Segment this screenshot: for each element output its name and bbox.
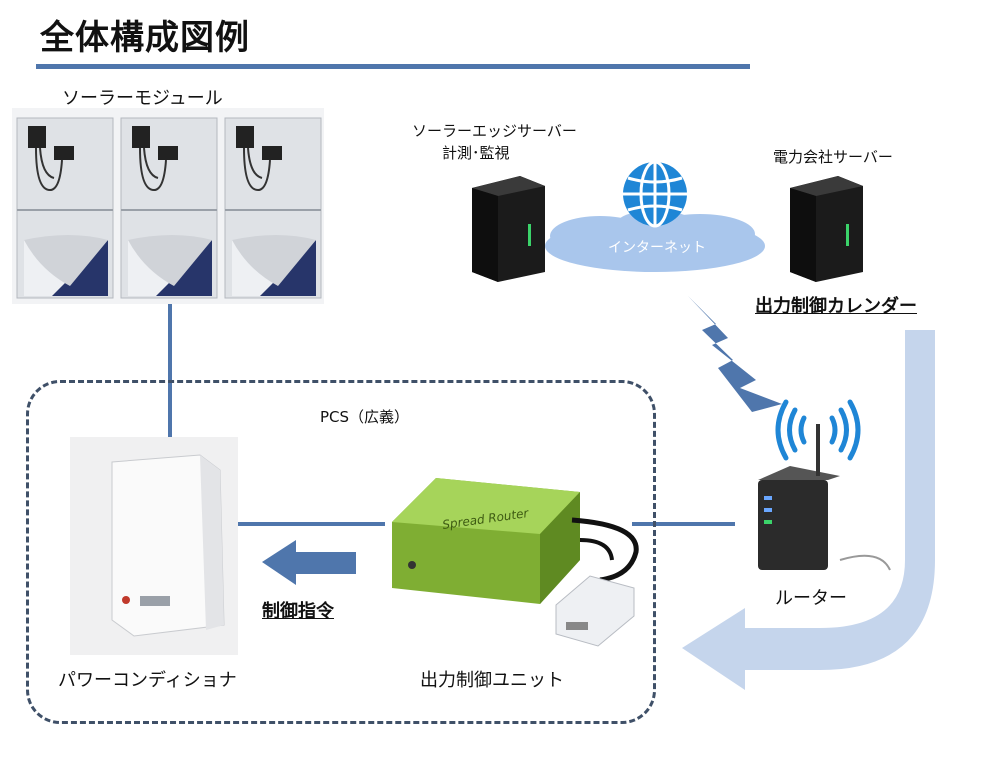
- pcs-boundary: [26, 380, 656, 724]
- wireless-bolt-icon: [688, 296, 782, 412]
- globe-icon: [623, 160, 687, 228]
- utility-server-label: 電力会社サーバー: [773, 148, 893, 166]
- page-title: 全体構成図例: [40, 18, 250, 58]
- power-conditioner-label: パワーコンディショナ: [58, 670, 237, 691]
- solar-panel-1: [16, 117, 114, 299]
- power-conditioner-icon: [70, 437, 238, 655]
- solar-panel-3: [224, 117, 322, 299]
- pcs-label: PCS（広義）: [320, 408, 410, 426]
- utility-server-icon: [790, 176, 863, 282]
- edge-server-label-line1: ソーラーエッジサーバー: [412, 122, 577, 140]
- solar-panel-2: [120, 117, 218, 299]
- edge-server-label-line2: 計測･監視: [442, 144, 510, 162]
- edge-server-icon: [472, 176, 545, 282]
- control-unit-label: 出力制御ユニット: [420, 670, 564, 691]
- calendar-label: 出力制御カレンダー: [755, 296, 917, 317]
- calendar-flow-arrow: [682, 330, 935, 690]
- wifi-signal-icon: [775, 399, 861, 461]
- router-label: ルーター: [775, 588, 847, 609]
- router-icon: [758, 424, 891, 571]
- title-underline: [36, 64, 750, 69]
- internet-label: インターネット: [608, 240, 706, 256]
- solar-module-group: [12, 108, 324, 304]
- control-command-label: 制御指令: [262, 601, 334, 622]
- control-unit-icon: [392, 478, 639, 647]
- control-command-arrow: [262, 540, 356, 585]
- solar-module-label: ソーラーモジュール: [62, 88, 223, 109]
